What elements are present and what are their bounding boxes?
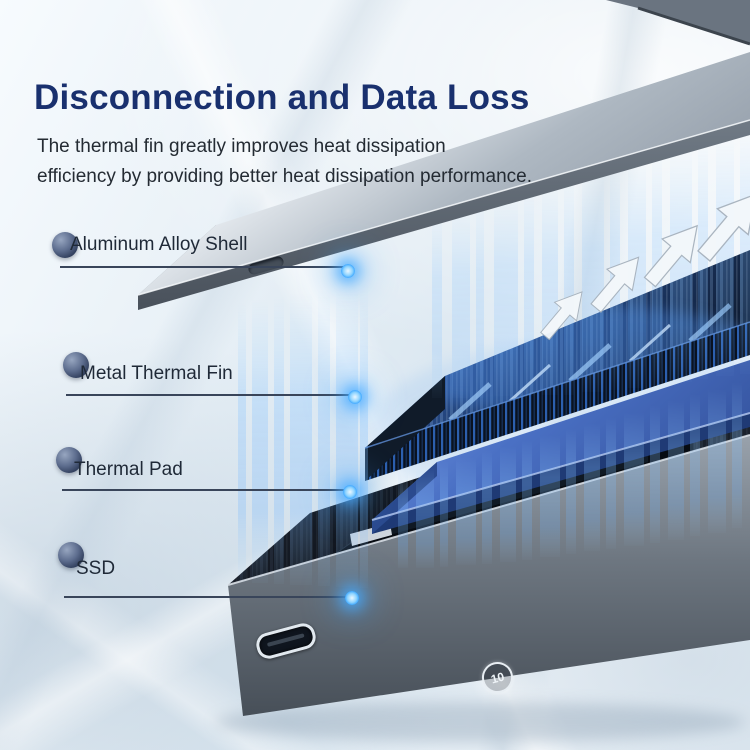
- glow-dot-ssd: [345, 591, 359, 605]
- leader-line-thermal-fin: [66, 394, 354, 396]
- enclosure-front-face: [228, 435, 750, 716]
- callout-label-aluminum-shell: Aluminum Alloy Shell: [70, 234, 248, 255]
- bullet-sphere-aluminum-shell: [52, 232, 78, 258]
- glow-dot-aluminum-shell: [341, 264, 355, 278]
- callout-label-ssd: SSD: [76, 558, 116, 579]
- bullet-sphere-ssd: [58, 542, 84, 568]
- callout-label-thermal-fin: Metal Thermal Fin: [80, 363, 233, 384]
- leader-line-thermal-pad: [62, 489, 348, 491]
- glow-dot-thermal-pad: [343, 485, 357, 499]
- shell-corner-strip: [606, 0, 750, 44]
- speed-10-label: 10: [489, 669, 506, 686]
- subtitle: The thermal fin greatly improves heat di…: [37, 132, 532, 192]
- page-title: Disconnection and Data Loss: [34, 78, 530, 117]
- subtitle-line-2: efficiency by providing better heat diss…: [37, 166, 532, 187]
- callout-label-thermal-pad: Thermal Pad: [74, 459, 183, 480]
- bullet-sphere-thermal-fin: [63, 352, 89, 378]
- aluminum-shell-layer: [137, 0, 750, 310]
- glow-dot-thermal-fin: [348, 390, 362, 404]
- light-beams-lower: [398, 382, 742, 568]
- subtitle-line-1: The thermal fin greatly improves heat di…: [37, 136, 446, 157]
- leader-line-aluminum-shell: [60, 266, 346, 268]
- leader-line-ssd: [64, 596, 350, 598]
- light-beams-left: [238, 284, 368, 588]
- ground-shadow: [215, 702, 745, 742]
- bullet-sphere-thermal-pad: [56, 447, 82, 473]
